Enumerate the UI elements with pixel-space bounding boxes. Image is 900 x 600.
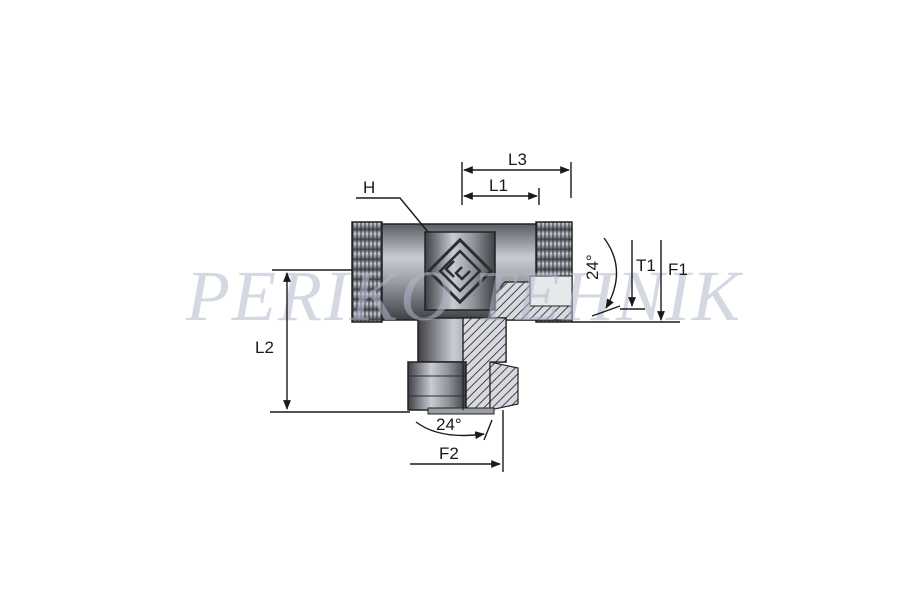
- label-F1: F1: [668, 260, 688, 279]
- label-H: H: [363, 178, 375, 197]
- label-angle-bottom: 24°: [436, 415, 462, 434]
- label-L3: L3: [508, 150, 527, 169]
- dimension-lines: [270, 162, 680, 472]
- label-T1: T1: [636, 256, 656, 275]
- label-L2: L2: [255, 338, 274, 357]
- brand-logo-icon: [426, 237, 494, 305]
- label-F2: F2: [439, 444, 459, 463]
- label-L1: L1: [489, 176, 508, 195]
- watermark-text: PERIKO TEHNIK: [185, 256, 744, 336]
- tee-body: [351, 221, 573, 323]
- tee-stem: [407, 317, 519, 415]
- label-angle-right: 24°: [583, 254, 602, 280]
